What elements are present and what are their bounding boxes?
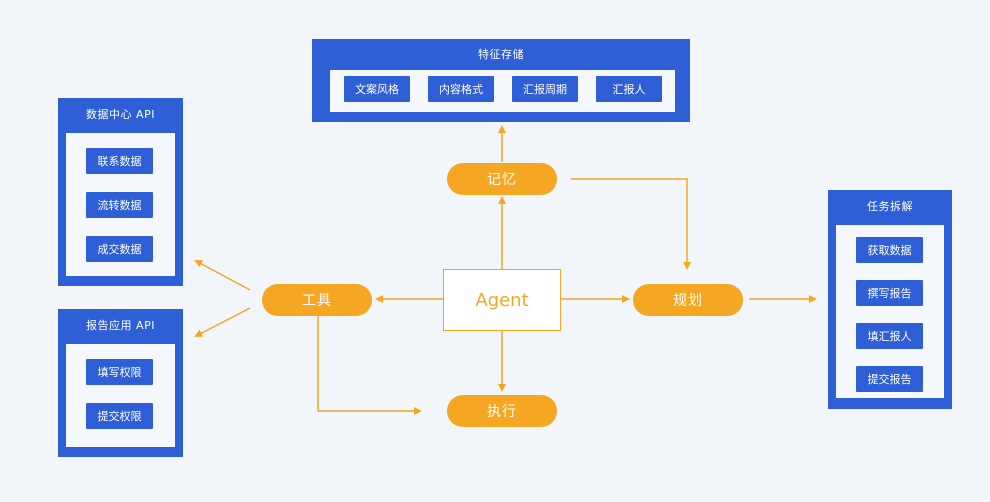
feature-item-copy-style: 文案风格 <box>344 76 410 102</box>
report-app-api-title: 报告应用 API <box>86 319 155 332</box>
agent-node: Agent <box>443 269 561 331</box>
feature-item-report-cycle: 汇报周期 <box>512 76 578 102</box>
feature-item-content-format: 内容格式 <box>428 76 494 102</box>
report-app-api-panel: 报告应用 API 填写权限 提交权限 <box>58 309 183 457</box>
tools-node: 工具 <box>262 284 372 316</box>
report-item-fill-permission: 填写权限 <box>86 359 153 385</box>
data-center-api-panel: 数据中心 API 联系数据 流转数据 成交数据 <box>58 98 183 286</box>
feature-store-panel: 特征存储 文案风格 内容格式 汇报周期 汇报人 <box>312 39 690 122</box>
feature-item-reporter: 汇报人 <box>596 76 662 102</box>
execution-node: 执行 <box>447 395 557 427</box>
report-app-api-inner: 填写权限 提交权限 <box>66 344 175 447</box>
task-decomposition-inner: 获取数据 撰写报告 填汇报人 提交报告 <box>836 225 944 398</box>
data-item-contact: 联系数据 <box>86 148 153 174</box>
arrow-memory-to-planning <box>571 178 691 270</box>
arrow-tools-to-data-center <box>194 260 251 291</box>
feature-store-title: 特征存储 <box>478 48 524 61</box>
planning-node: 规划 <box>633 284 743 316</box>
task-item-fill-reporter: 填汇报人 <box>856 323 923 349</box>
data-item-flow: 流转数据 <box>86 192 153 218</box>
task-decomposition-title: 任务拆解 <box>867 200 913 213</box>
memory-node: 记忆 <box>447 163 557 195</box>
report-item-submit-permission: 提交权限 <box>86 403 153 429</box>
task-item-get-data: 获取数据 <box>856 237 923 263</box>
arrow-tools-to-execution <box>317 316 422 415</box>
arrow-tools-to-report-app <box>194 307 251 337</box>
feature-store-inner: 文案风格 内容格式 汇报周期 汇报人 <box>330 70 675 112</box>
data-center-api-inner: 联系数据 流转数据 成交数据 <box>66 133 175 276</box>
task-item-submit-report: 提交报告 <box>856 366 923 392</box>
data-center-api-title: 数据中心 API <box>86 108 155 121</box>
task-item-write-report: 撰写报告 <box>856 280 923 306</box>
task-decomposition-panel: 任务拆解 获取数据 撰写报告 填汇报人 提交报告 <box>828 190 952 409</box>
data-item-deal: 成交数据 <box>86 236 153 262</box>
